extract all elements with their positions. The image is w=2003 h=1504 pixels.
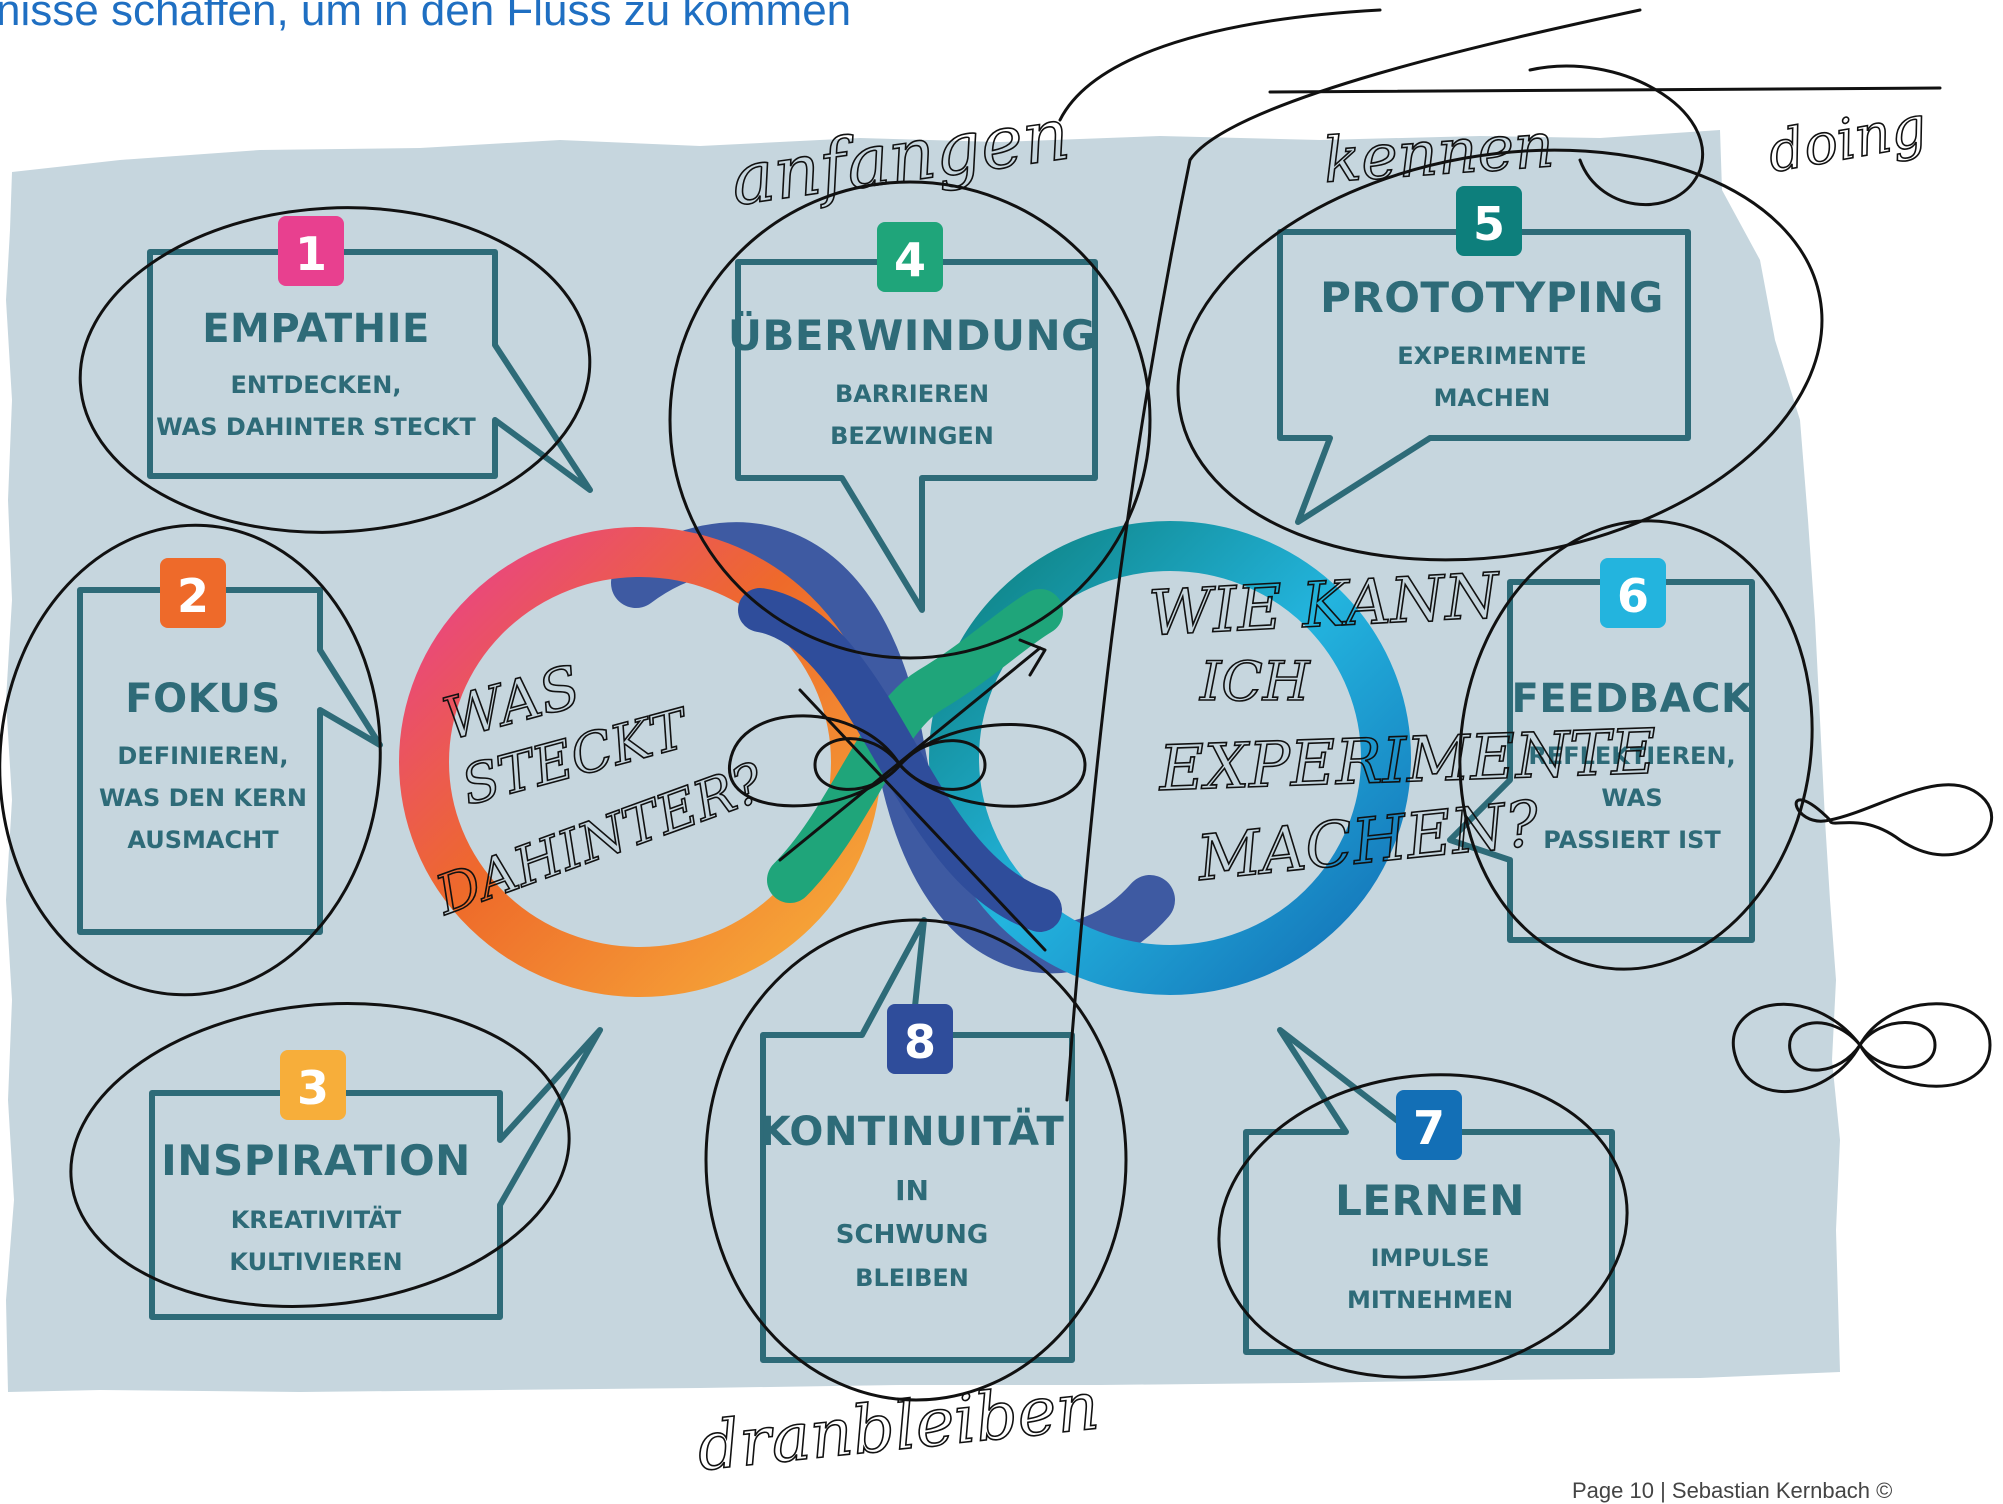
card-8-line-2: SCHWUNG	[836, 1220, 988, 1250]
badge-1	[278, 216, 344, 286]
page-heading: nisse schaffen, um in den Fluss zu komme…	[0, 0, 852, 35]
card-ueberwindung: 4 ÜBERWINDUNG BARRIEREN BEZWINGEN	[728, 222, 1098, 613]
badge-7	[1396, 1090, 1462, 1160]
badge-5-number: 5	[1473, 197, 1505, 251]
badge-2-number: 2	[177, 569, 209, 623]
badge-2	[160, 558, 226, 628]
badge-6	[1600, 558, 1666, 628]
ink-circle-kontinuitaet	[704, 918, 1128, 1402]
card-7-line-2: MITNEHMEN	[1347, 1286, 1513, 1314]
badge-8-number: 8	[904, 1015, 936, 1069]
card-5-line-2: MACHEN	[1434, 384, 1551, 412]
ink-circle-ueberwindung	[668, 180, 1152, 660]
card-3-title: INSPIRATION	[161, 1136, 471, 1185]
card-4-line-2: BEZWINGEN	[830, 422, 994, 450]
card-lernen: 7 LERNEN IMPULSE MITNEHMEN	[1243, 1027, 1615, 1355]
card-3-line-2: KULTIVIEREN	[229, 1248, 402, 1276]
badge-5	[1456, 186, 1522, 256]
hand-loop-right-2: ICH	[1199, 650, 1311, 713]
card-7-line-1: IMPULSE	[1371, 1244, 1490, 1272]
badge-7-number: 7	[1413, 1101, 1445, 1155]
hand-kennen: kennen	[1321, 108, 1556, 197]
card-2-line-1: DEFINIEREN,	[117, 742, 288, 770]
card-4-title: ÜBERWINDUNG	[728, 310, 1096, 360]
card-4-line-1: BARRIEREN	[835, 380, 989, 408]
hand-loop-right-3: EXPERIMENTE	[1157, 715, 1657, 805]
badge-4	[877, 222, 943, 292]
page-footer: Page 10 | Sebastian Kernbach ©	[1572, 1478, 1893, 1503]
ink-infinity-small	[1794, 783, 1993, 857]
badge-1-number: 1	[295, 227, 327, 281]
badge-8	[887, 1004, 953, 1074]
card-2-title: FOKUS	[125, 676, 280, 722]
card-inspiration: 3 INSPIRATION KREATIVITÄT KULTIVIEREN	[149, 1027, 603, 1320]
card-fokus: 2 FOKUS DEFINIEREN, WAS DEN KERN AUSMACH…	[77, 558, 383, 935]
card-feedback: 6 FEEDBACK REFLEKTIEREN, WAS PASSIERT IS…	[1447, 558, 1755, 943]
card-8-line-1: IN	[895, 1174, 929, 1207]
hand-doing: doing	[1763, 94, 1931, 186]
infinity-loop	[399, 521, 1411, 997]
card-empathie: 1 EMPATHIE ENTDECKEN, WAS DAHINTER STECK…	[147, 216, 593, 493]
card-2-line-3: AUSMACHT	[127, 826, 279, 854]
card-7-title: LERNEN	[1335, 1176, 1525, 1225]
card-1-line-2: WAS DAHINTER STECKT	[156, 413, 476, 441]
card-2-line-2: WAS DEN KERN	[99, 784, 307, 812]
ink-circle-fokus	[0, 523, 382, 997]
badge-6-number: 6	[1617, 569, 1649, 623]
card-1-title: EMPATHIE	[202, 306, 430, 352]
badge-3-number: 3	[297, 1061, 329, 1115]
card-1-line-1: ENTDECKEN,	[231, 371, 402, 399]
card-6-line-2: WAS	[1601, 784, 1662, 812]
ink-circle-prototyping	[1176, 148, 1824, 562]
card-5-line-1: EXPERIMENTE	[1397, 342, 1586, 370]
card-prototyping: 5 PROTOTYPING EXPERIMENTE MACHEN	[1277, 186, 1691, 525]
card-8-title: KONTINUITÄT	[760, 1107, 1065, 1155]
ink-circle-inspiration	[69, 1002, 571, 1308]
ink-circle-empathie	[78, 206, 592, 534]
badge-3	[280, 1050, 346, 1120]
ink-circle-lernen	[1217, 1073, 1629, 1379]
ink-annotations	[0, 8, 1993, 1402]
card-5-title: PROTOTYPING	[1320, 273, 1664, 322]
card-3-line-1: KREATIVITÄT	[231, 1205, 402, 1234]
card-6-title: FEEDBACK	[1512, 676, 1754, 722]
ink-circle-feedback	[1458, 519, 1814, 971]
card-6-line-1: REFLEKTIEREN,	[1528, 742, 1735, 770]
badge-4-number: 4	[894, 233, 926, 287]
card-6-line-3: PASSIERT IST	[1543, 826, 1721, 854]
card-kontinuitaet: 8 KONTINUITÄT IN SCHWUNG BLEIBEN	[760, 917, 1075, 1363]
card-8-line-3: BLEIBEN	[855, 1264, 969, 1292]
